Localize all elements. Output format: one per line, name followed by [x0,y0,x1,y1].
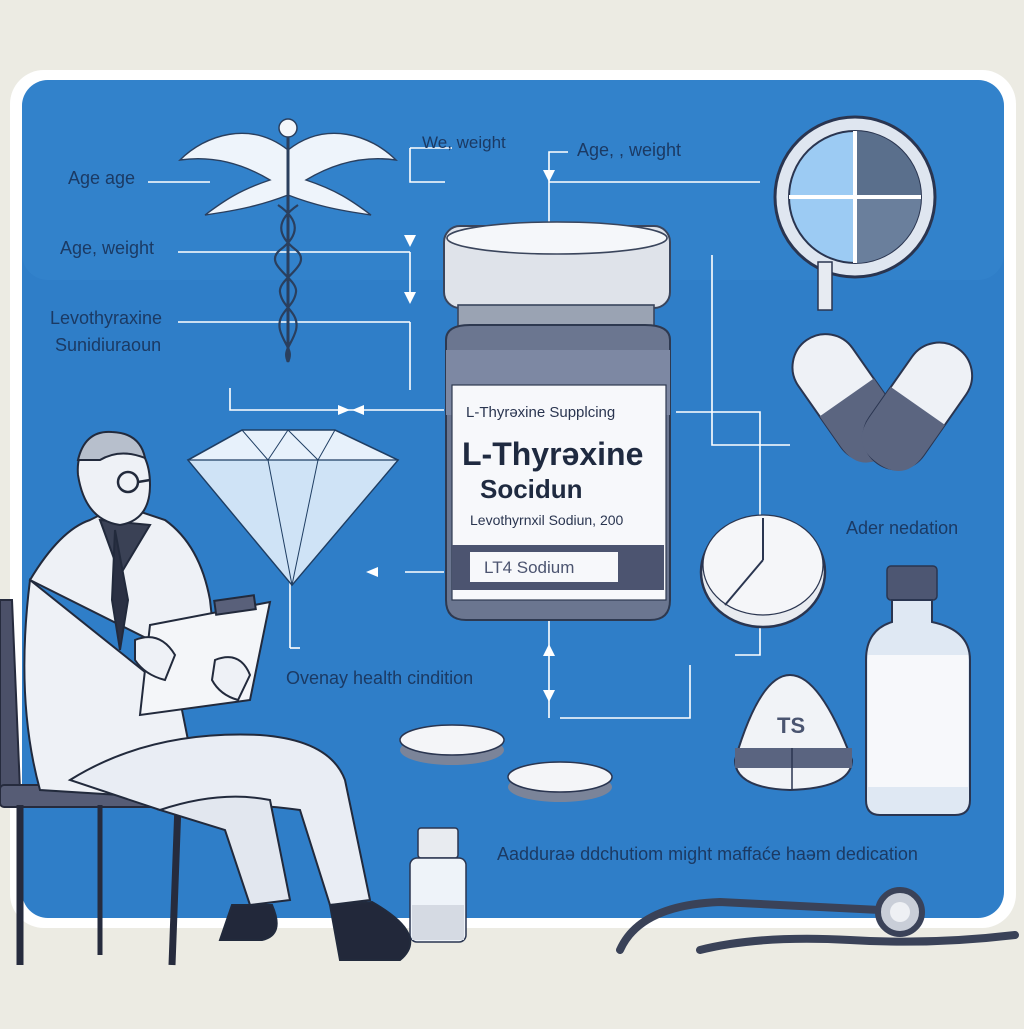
stethoscope-icon [616,887,1019,954]
medication-jar [443,221,671,621]
magnifier-icon [773,115,937,311]
jar-band-text: LT4 Sodium [484,558,575,577]
bottle-icon [865,565,971,816]
vial-icon [409,827,467,943]
jar-detail: Levothyrnxil Sodiun, 200 [470,512,624,528]
label-we-weight: We, weight [422,133,506,152]
jar-product-name: L-Thyrəxine [462,436,644,472]
connector-lines [148,147,790,719]
label-age-weight-left: Age, weight [60,238,155,258]
ts-pill-icon [733,673,854,792]
label-age-weight-top: Age, , weight [577,140,682,160]
label-ader-nedation: Ader nedation [846,518,959,538]
jar-product-name-line2: Socidun [480,474,583,504]
pill-icon [699,514,827,629]
jar-label-top: L-Thyrəxine Supplcing [466,404,616,421]
capsule-icon [791,333,974,471]
caption-bottom: Aadduraə ddchutiom might maffaće haəm de… [497,844,918,864]
doctor-figure [23,430,412,961]
caduceus-icon [178,118,398,363]
diamond-icon [186,429,400,587]
tablet-icons [399,724,613,802]
label-age-age: Age age [68,168,136,188]
label-overall-health: Ovenay health cindition [286,668,474,688]
label-sunidiuraoun: Sunidiuraoun [55,335,162,355]
pill-letter: TS [777,713,806,738]
label-levothyraxine: Levothyraxine [50,308,163,328]
